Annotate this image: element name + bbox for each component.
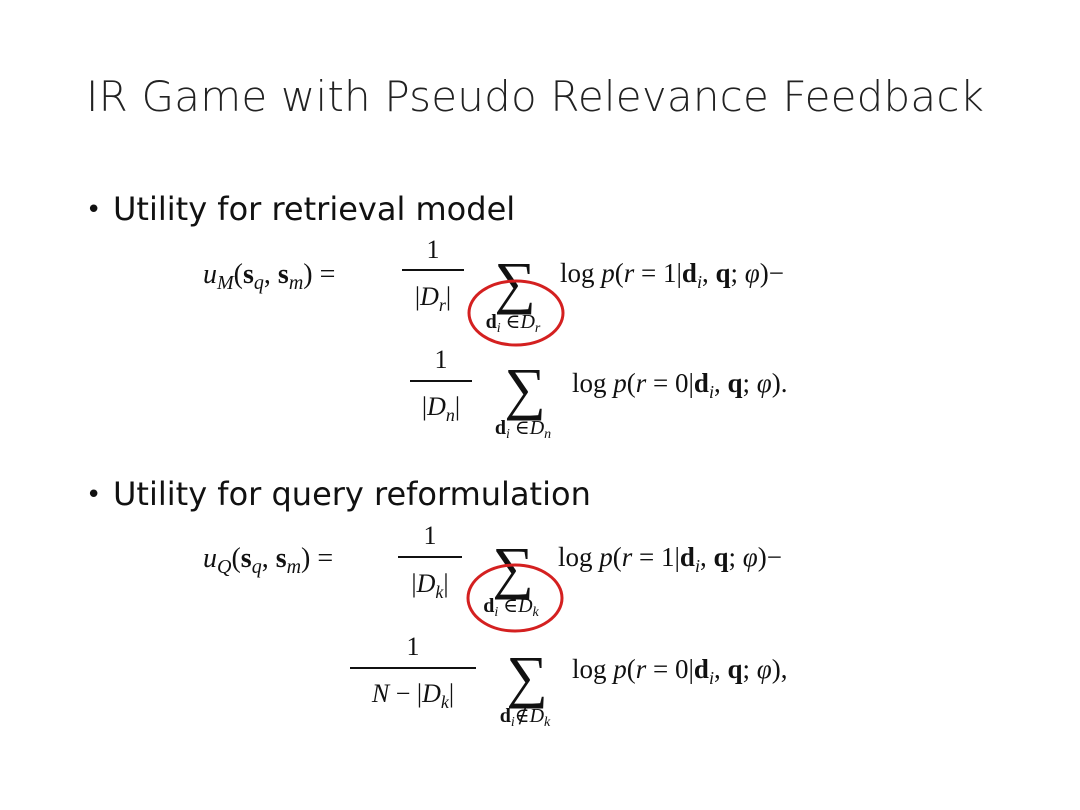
bullet-retrieval-model: • Utility for retrieval model [86, 190, 515, 228]
summation-sign: ∑ [504, 356, 545, 421]
fraction-denominator: |Dk| [411, 569, 448, 602]
highlight-circle [466, 563, 564, 633]
fraction-denominator: N − |Dk| [371, 679, 454, 712]
highlight-circle [467, 279, 565, 347]
summation-subscript: di ∈Dk [483, 595, 539, 620]
summation-subscript: di∉Dk [500, 705, 551, 730]
term-body: log p(r = 0|di, q; φ). [572, 368, 787, 402]
term-body: log p(r = 1|di, q; φ)− [560, 258, 784, 292]
summation-subscript: di ∈Dn [495, 417, 551, 442]
bullet-text: Utility for query reformulation [113, 475, 591, 513]
summation-sign: ∑ [506, 644, 547, 709]
fraction-numerator: 1 [424, 521, 437, 550]
equation-lhs-um: uM(sq, sm) = [203, 259, 335, 294]
fraction-numerator: 1 [427, 235, 440, 264]
bullet-dot: • [86, 195, 102, 225]
slide-title: IR Game with Pseudo Relevance Feedback [86, 72, 985, 121]
equation-query-reformulation: uQ(sq, sm) = 1 |Dk| ∑ di ∈Dk log p(r = 1… [203, 521, 787, 730]
bullet-dot: • [86, 480, 102, 510]
fraction-denominator: |Dn| [422, 392, 460, 425]
bullet-query-reformulation: • Utility for query reformulation [86, 475, 591, 513]
bullet-text: Utility for retrieval model [113, 190, 516, 228]
equation-lhs-uq: uQ(sq, sm) = [203, 543, 333, 578]
term-body: log p(r = 1|di, q; φ)− [558, 542, 782, 576]
fraction-numerator: 1 [435, 345, 448, 374]
fraction-numerator: 1 [407, 632, 420, 661]
equation-retrieval-model: uM(sq, sm) = 1 |Dr| ∑ di ∈Dr log p(r = 1… [203, 235, 787, 442]
term-body: log p(r = 0|di, q; φ), [572, 654, 787, 688]
fraction-denominator: |Dr| [415, 282, 451, 315]
summation-subscript: di ∈Dr [486, 311, 541, 336]
